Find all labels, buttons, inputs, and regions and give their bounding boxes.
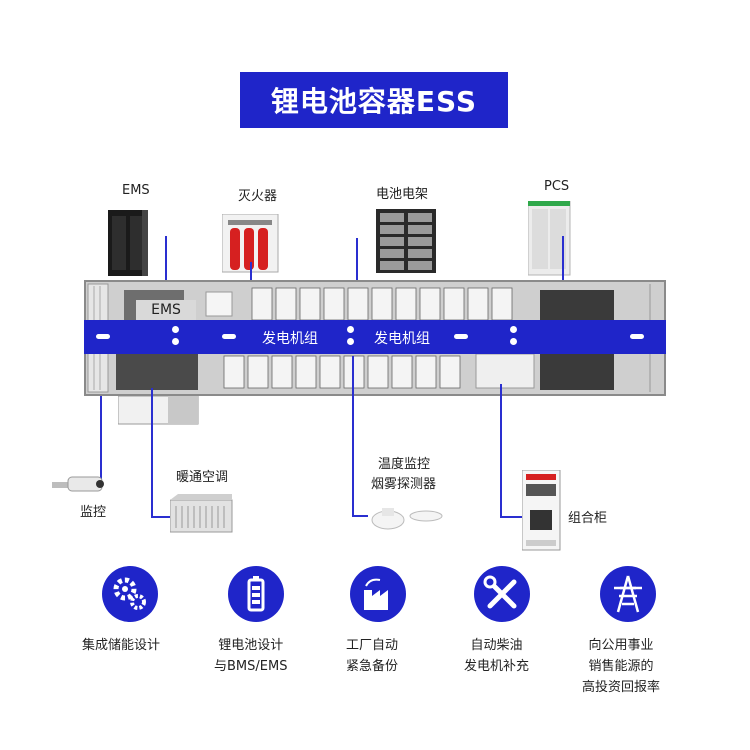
- pcs-leader-line: [562, 236, 564, 284]
- feature-5-line-1: 向公用事业: [588, 638, 654, 653]
- band-dot: [172, 338, 179, 345]
- band-dot: [510, 326, 517, 333]
- extinguisher-label: 灭火器: [238, 189, 278, 204]
- monitor-leader-line: [100, 396, 102, 482]
- cabinet-leader-line-h: [500, 516, 522, 518]
- cabinet-leader-line-v: [500, 384, 502, 518]
- hvac-leader-line-v: [151, 388, 153, 516]
- hvac-label: 暖通空调: [176, 470, 229, 485]
- diagram-title: 锂电池容器ESS: [240, 72, 508, 128]
- monitor-label: 监控: [80, 505, 107, 520]
- ems-panel-label: EMS: [136, 300, 196, 320]
- sensor-image: [371, 508, 443, 530]
- ems-leader-line: [165, 236, 167, 310]
- battery-rack-label: 电池电架: [376, 187, 429, 202]
- feature-5-line-3: 高投资回报率: [582, 680, 661, 695]
- feature-3-line-2: 紧急备份: [346, 659, 399, 674]
- generator-band: [84, 320, 666, 354]
- band-marker: [96, 334, 110, 339]
- band-marker: [222, 334, 236, 339]
- feature-1-line-1: 集成储能设计: [82, 638, 161, 653]
- feature-3-line-1: 工厂自动: [346, 638, 399, 653]
- feature-caption-4: 自动柴油 发电机补充: [464, 635, 529, 677]
- tools-icon: [474, 566, 530, 622]
- band-marker: [454, 334, 468, 339]
- cabinet-label: 组合柜: [568, 511, 608, 526]
- sensor-label-line1: 温度监控: [378, 457, 431, 472]
- feature-2-line-2: 与BMS/EMS: [214, 659, 288, 674]
- camera-image: [52, 476, 104, 492]
- sensor-leader-line-v: [352, 356, 354, 516]
- fire-extinguisher-image: [222, 214, 279, 273]
- feature-5-line-2: 销售能源的: [588, 659, 654, 674]
- band-label-1: 发电机组: [262, 331, 318, 347]
- battery-rack-image: [376, 209, 436, 273]
- feature-4-line-1: 自动柴油: [470, 638, 523, 653]
- band-dot: [510, 338, 517, 345]
- band-label-2: 发电机组: [374, 331, 430, 347]
- gears-icon: [102, 566, 158, 622]
- hvac-housing: [118, 396, 199, 425]
- band-dot: [172, 326, 179, 333]
- pcs-cabinet-image: [528, 201, 571, 276]
- feature-4-line-2: 发电机补充: [464, 659, 530, 674]
- hvac-unit-image: [170, 494, 233, 533]
- feature-caption-1: 集成储能设计: [82, 635, 160, 656]
- feature-2-line-1: 锂电池设计: [218, 638, 284, 653]
- band-dot: [347, 326, 354, 333]
- sensor-leader-line-h: [352, 515, 368, 517]
- rack-leader-line: [356, 238, 358, 288]
- hvac-leader-line-h: [151, 516, 171, 518]
- battery-icon: [228, 566, 284, 622]
- container-interior: [87, 283, 651, 393]
- combiner-cabinet-image: [522, 470, 561, 551]
- ems-label: EMS: [122, 183, 150, 198]
- pcs-label: PCS: [544, 179, 570, 194]
- band-dot: [347, 338, 354, 345]
- feature-caption-2: 锂电池设计 与BMS/EMS: [214, 635, 287, 677]
- power-tower-icon: [600, 566, 656, 622]
- sensor-label-line2: 烟雾探测器: [371, 477, 437, 492]
- feature-caption-5: 向公用事业 销售能源的 高投资回报率: [582, 635, 660, 698]
- ems-cabinet-image: [108, 210, 148, 276]
- band-marker: [630, 334, 644, 339]
- factory-icon: [350, 566, 406, 622]
- feature-caption-3: 工厂自动 紧急备份: [346, 635, 398, 677]
- extinguisher-leader-line: [250, 262, 252, 292]
